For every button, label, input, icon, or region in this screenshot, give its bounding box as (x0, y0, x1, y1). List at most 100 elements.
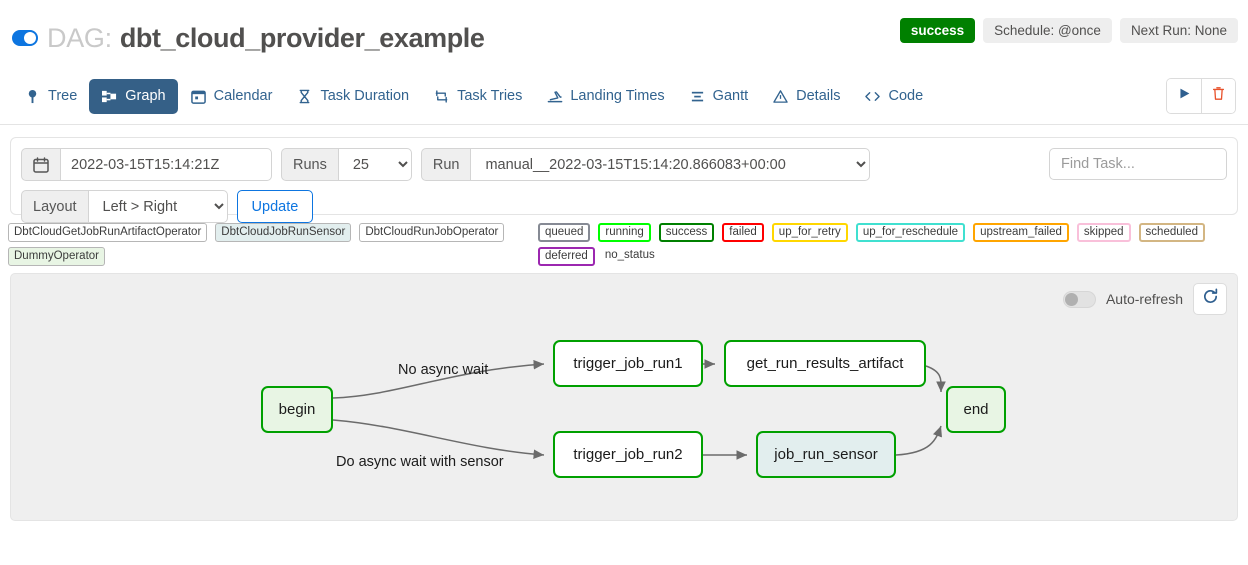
layout-row: Layout Left > Right Update (21, 190, 1227, 223)
header-badges: success Schedule: @once Next Run: None (899, 18, 1238, 43)
tab-calendar-label: Calendar (213, 88, 273, 104)
tab-details-label: Details (796, 88, 841, 104)
graph-node-end[interactable]: end (946, 386, 1006, 433)
calendar-icon[interactable] (21, 148, 60, 181)
dag-action-buttons (1166, 78, 1236, 114)
status-badge: success (899, 18, 976, 43)
next-run-badge[interactable]: Next Run: None (1119, 18, 1238, 43)
legend-state-up-for-retry[interactable]: up_for_retry (771, 223, 848, 242)
graph-node-label: trigger_job_run1 (573, 355, 683, 372)
graph-toolbar: Auto-refresh (1062, 283, 1227, 315)
auto-refresh-toggle[interactable] (1062, 290, 1096, 308)
runs-label: Runs (281, 148, 338, 181)
legend-state-upstream-failed[interactable]: upstream_failed (973, 223, 1069, 242)
tree-icon (24, 88, 41, 105)
legend-state-up-for-reschedule[interactable]: up_for_reschedule (855, 223, 966, 242)
tab-task-tries-label: Task Tries (457, 88, 523, 104)
graph-node-begin[interactable]: begin (261, 386, 333, 433)
graph-icon (101, 88, 118, 105)
legend-state-no-status: no_status (604, 249, 655, 261)
run-label: Run (420, 148, 471, 181)
legend-state-skipped[interactable]: skipped (1076, 223, 1131, 242)
execution-date-input[interactable] (60, 148, 272, 181)
edge-sensor-end (895, 425, 942, 456)
find-task-input[interactable] (1049, 148, 1227, 180)
legend-state-queued[interactable]: queued (538, 223, 591, 242)
page-title: dbt_cloud_provider_example (119, 22, 485, 53)
tab-gantt[interactable]: Gantt (677, 79, 760, 114)
tab-code-label: Code (888, 88, 924, 104)
refresh-button[interactable] (1193, 283, 1227, 315)
details-icon (772, 88, 789, 105)
legend-state-running[interactable]: running (598, 223, 651, 242)
graph-node-label: job_run_sensor (774, 446, 878, 463)
trigger-dag-button[interactable] (1167, 79, 1201, 113)
layout-group: Layout Left > Right (21, 190, 228, 223)
legend-operator-chip[interactable]: DbtCloudGetJobRunArtifactOperator (8, 223, 208, 242)
retry-icon (433, 88, 450, 105)
code-icon (864, 88, 881, 105)
tab-graph-label: Graph (125, 88, 166, 104)
auto-refresh-label: Auto-refresh (1105, 291, 1183, 307)
graph-node-label: get_run_results_artifact (746, 355, 904, 372)
tab-calendar[interactable]: Calendar (178, 79, 285, 114)
tab-gantt-label: Gantt (712, 88, 749, 104)
graph-node-trigger-job-run1[interactable]: trigger_job_run1 (553, 340, 703, 387)
tab-task-duration[interactable]: Task Duration (284, 79, 421, 114)
graph-node-job-run-sensor[interactable]: job_run_sensor (756, 431, 896, 478)
edge-label-no-async-wait: No async wait (398, 362, 489, 378)
graph-node-label: end (963, 401, 989, 418)
legend-state-success[interactable]: success (658, 223, 715, 242)
runs-select[interactable]: 25 (337, 148, 412, 181)
trash-icon (1212, 86, 1225, 106)
landing-icon (546, 88, 563, 105)
graph-edges (332, 359, 946, 460)
legend-state-deferred[interactable]: deferred (538, 247, 595, 266)
tab-task-duration-label: Task Duration (320, 88, 410, 104)
graph-node-label: trigger_job_run2 (573, 446, 683, 463)
execution-date-group (21, 148, 272, 181)
legend-state-failed[interactable]: failed (722, 223, 764, 242)
state-legend: queued running success failed up_for_ret… (538, 223, 1244, 266)
tab-tree-label: Tree (48, 88, 78, 104)
tab-tree[interactable]: Tree (12, 79, 89, 114)
layout-label: Layout (21, 190, 88, 223)
tab-landing-times[interactable]: Landing Times (534, 79, 676, 114)
tab-landing-times-label: Landing Times (570, 88, 665, 104)
dag-graph-canvas[interactable]: Auto-refresh begin trigger_job_run1 (10, 273, 1238, 521)
edge-label-do-async-wait: Do async wait with sensor (336, 454, 504, 470)
calendar-icon (190, 88, 207, 105)
view-tabs: Tree Graph Calendar Task Duration Task T… (0, 68, 1248, 125)
refresh-icon (1202, 288, 1219, 310)
legend: DbtCloudGetJobRunArtifactOperator DbtClo… (0, 215, 1248, 271)
tab-graph[interactable]: Graph (89, 78, 178, 114)
dag-label: DAG: (47, 22, 112, 53)
edge-begin-trigger1 (332, 359, 545, 399)
schedule-badge[interactable]: Schedule: @once (983, 18, 1112, 43)
run-select[interactable]: manual__2022-03-15T15:14:20.866083+00:00 (470, 148, 871, 181)
dag-pause-toggle[interactable] (12, 30, 38, 46)
delete-dag-button[interactable] (1201, 79, 1235, 113)
run-group: Run manual__2022-03-15T15:14:20.866083+0… (420, 148, 871, 181)
legend-state-scheduled[interactable]: scheduled (1138, 223, 1205, 242)
graph-node-label: begin (278, 401, 316, 418)
legend-operator-chip[interactable]: DummyOperator (8, 247, 105, 266)
operator-legend: DbtCloudGetJobRunArtifactOperator DbtClo… (4, 223, 538, 266)
edge-begin-trigger2 (332, 419, 545, 459)
hourglass-icon (296, 88, 313, 105)
tab-code[interactable]: Code (852, 79, 935, 114)
tab-details[interactable]: Details (760, 79, 852, 114)
play-icon (1178, 87, 1191, 105)
legend-operator-chip[interactable]: DbtCloudRunJobOperator (359, 223, 505, 242)
run-filter-toolbar: Runs 25 Run manual__2022-03-15T15:14:20.… (10, 137, 1238, 223)
edge-artifact-end (925, 365, 946, 393)
runs-group: Runs 25 (281, 148, 412, 181)
page-header: DAG: dbt_cloud_provider_example success … (0, 0, 1248, 68)
legend-operator-chip[interactable]: DbtCloudJobRunSensor (215, 223, 352, 242)
gantt-icon (689, 88, 706, 105)
tab-task-tries[interactable]: Task Tries (421, 79, 534, 114)
graph-node-get-run-results-artifact[interactable]: get_run_results_artifact (724, 340, 926, 387)
graph-node-trigger-job-run2[interactable]: trigger_job_run2 (553, 431, 703, 478)
layout-select[interactable]: Left > Right (87, 190, 228, 223)
update-button[interactable]: Update (236, 190, 314, 223)
